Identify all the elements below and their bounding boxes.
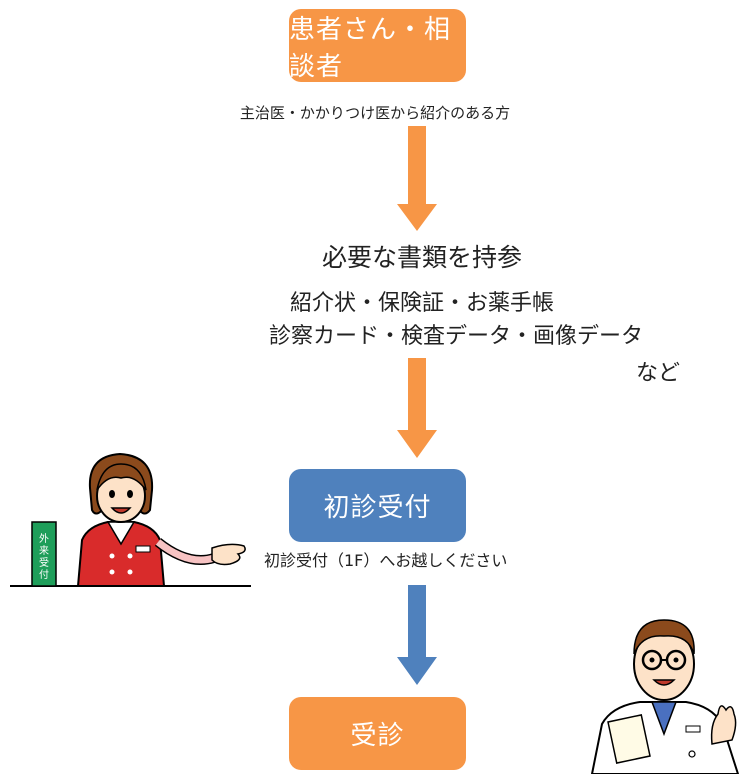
documents-line-3: など [636, 361, 681, 386]
documents-line-1: 紹介状・保険証・お薬手帳 [289, 291, 554, 316]
receptionist-illustration-icon: 外 来 受 付 [10, 452, 251, 587]
sign-text-1: 外 [39, 533, 49, 545]
arrow-down-2-icon [397, 358, 437, 458]
sign-text-3: 受 [39, 557, 49, 569]
step-patient-box: 患者さん・相談者 [289, 9, 466, 82]
step-patient-label: 患者さん・相談者 [289, 14, 452, 82]
step-reception-box: 初診受付 [289, 469, 466, 542]
sign-text-4: 付 [39, 568, 49, 581]
arrow-down-1-icon [397, 126, 437, 231]
documents-line-2: 診察カード・検査データ・画像データ [268, 324, 643, 349]
step-patient-note: 主治医・かかりつけ医から紹介のある方 [239, 104, 511, 122]
doctor-illustration-icon [590, 619, 740, 774]
step-reception-label: 初診受付 [323, 493, 432, 523]
step-consultation-box: 受診 [289, 697, 466, 770]
sign-text-2: 来 [39, 545, 49, 557]
step-consultation-label: 受診 [350, 721, 405, 751]
step-reception-note: 初診受付（1F）へお越しください [264, 551, 508, 570]
arrow-down-3-icon [397, 585, 437, 685]
documents-heading: 必要な書類を持参 [321, 243, 522, 272]
